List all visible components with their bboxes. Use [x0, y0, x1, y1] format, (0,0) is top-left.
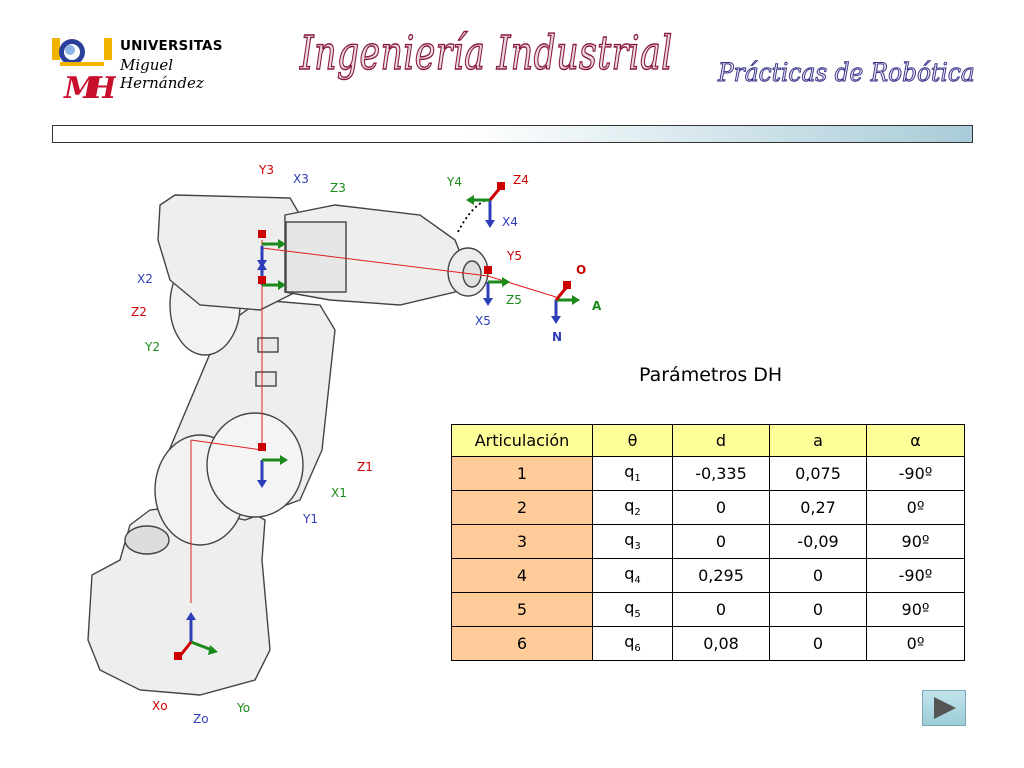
- header-d: d: [672, 424, 770, 457]
- header-divider: [52, 125, 973, 143]
- cell-theta: q1: [592, 456, 673, 491]
- cell-joint: 5: [451, 592, 593, 627]
- logo-miguel: Miguel: [120, 56, 174, 74]
- cell-a: 0: [769, 626, 867, 661]
- logo-universitas: UNIVERSITAS: [120, 38, 223, 54]
- cell-alpha: 0º: [866, 626, 965, 661]
- label-x3: X3: [293, 172, 309, 186]
- table-row: 3 q3 0 -0,09 90º: [451, 524, 965, 559]
- cell-joint: 3: [451, 524, 593, 559]
- cell-theta: q3: [592, 524, 673, 559]
- svg-text:M: M: [63, 71, 98, 102]
- label-x1: X1: [331, 486, 347, 500]
- label-a: A: [592, 299, 602, 313]
- label-x5: X5: [475, 314, 491, 328]
- label-y3: Y3: [259, 163, 274, 177]
- label-y1: Y1: [303, 512, 318, 526]
- table-row: 2 q2 0 0,27 0º: [451, 490, 965, 525]
- umh-logo-icon: M H: [52, 38, 116, 102]
- cell-alpha: 90º: [866, 524, 965, 559]
- cell-joint: 1: [451, 456, 593, 491]
- label-n: N: [552, 330, 563, 344]
- svg-text:H: H: [87, 71, 116, 102]
- cell-alpha: 90º: [866, 592, 965, 627]
- logo-hernandez: Hernández: [120, 74, 204, 92]
- cell-joint: 6: [451, 626, 593, 661]
- table-row: 6 q6 0,08 0 0º: [451, 626, 965, 661]
- header-theta: θ: [592, 424, 673, 457]
- cell-d: -0,335: [672, 456, 770, 491]
- cell-theta: q4: [592, 558, 673, 593]
- cell-d: 0: [672, 524, 770, 559]
- label-z4: Z4: [513, 173, 529, 187]
- label-zo: Zo: [193, 712, 209, 726]
- cell-a: -0,09: [769, 524, 867, 559]
- table-row: 1 q1 -0,335 0,075 -90º: [451, 456, 965, 491]
- label-z5: Z5: [506, 293, 522, 307]
- cell-theta: q5: [592, 592, 673, 627]
- cell-a: 0,075: [769, 456, 867, 491]
- table-header-row: Articulación θ d a α: [451, 424, 965, 457]
- label-y4: Y4: [447, 175, 462, 189]
- cell-alpha: -90º: [866, 558, 965, 593]
- frame-icons: [174, 182, 580, 660]
- cell-theta: q2: [592, 490, 673, 525]
- next-slide-button[interactable]: [922, 690, 966, 726]
- slide-title: Ingeniería Industrial: [299, 25, 673, 81]
- label-z1: Z1: [357, 460, 373, 474]
- cell-joint: 2: [451, 490, 593, 525]
- cell-theta: q6: [592, 626, 673, 661]
- cell-a: 0,27: [769, 490, 867, 525]
- header-a: a: [769, 424, 867, 457]
- cell-joint: 4: [451, 558, 593, 593]
- cell-a: 0: [769, 558, 867, 593]
- label-y5: Y5: [507, 249, 522, 263]
- label-x4: X4: [502, 215, 518, 229]
- dh-table-title: Parámetros DH: [639, 364, 783, 386]
- label-xo: Xo: [152, 699, 168, 713]
- cell-alpha: 0º: [866, 490, 965, 525]
- cell-a: 0: [769, 592, 867, 627]
- header-alpha: α: [866, 424, 965, 457]
- table-row: 5 q5 0 0 90º: [451, 592, 965, 627]
- university-logo: M H UNIVERSITAS Miguel Hernández: [48, 34, 222, 104]
- label-x2: X2: [137, 272, 153, 286]
- cell-d: 0,08: [672, 626, 770, 661]
- header-articulacion: Articulación: [451, 424, 593, 457]
- label-z3: Z3: [330, 181, 346, 195]
- label-z2: Z2: [131, 305, 147, 319]
- cell-d: 0,295: [672, 558, 770, 593]
- label-yo: Yo: [237, 701, 251, 715]
- cell-alpha: -90º: [866, 456, 965, 491]
- table-row: 4 q4 0,295 0 -90º: [451, 558, 965, 593]
- label-y2: Y2: [145, 340, 160, 354]
- dh-parameters-table: Articulación θ d a α 1 q1 -0,335 0,075 -…: [451, 424, 965, 661]
- cell-d: 0: [672, 592, 770, 627]
- cell-d: 0: [672, 490, 770, 525]
- label-o: O: [576, 263, 587, 277]
- play-triangle-icon: [934, 697, 956, 719]
- slide-subtitle: Prácticas de Robótica: [718, 58, 976, 88]
